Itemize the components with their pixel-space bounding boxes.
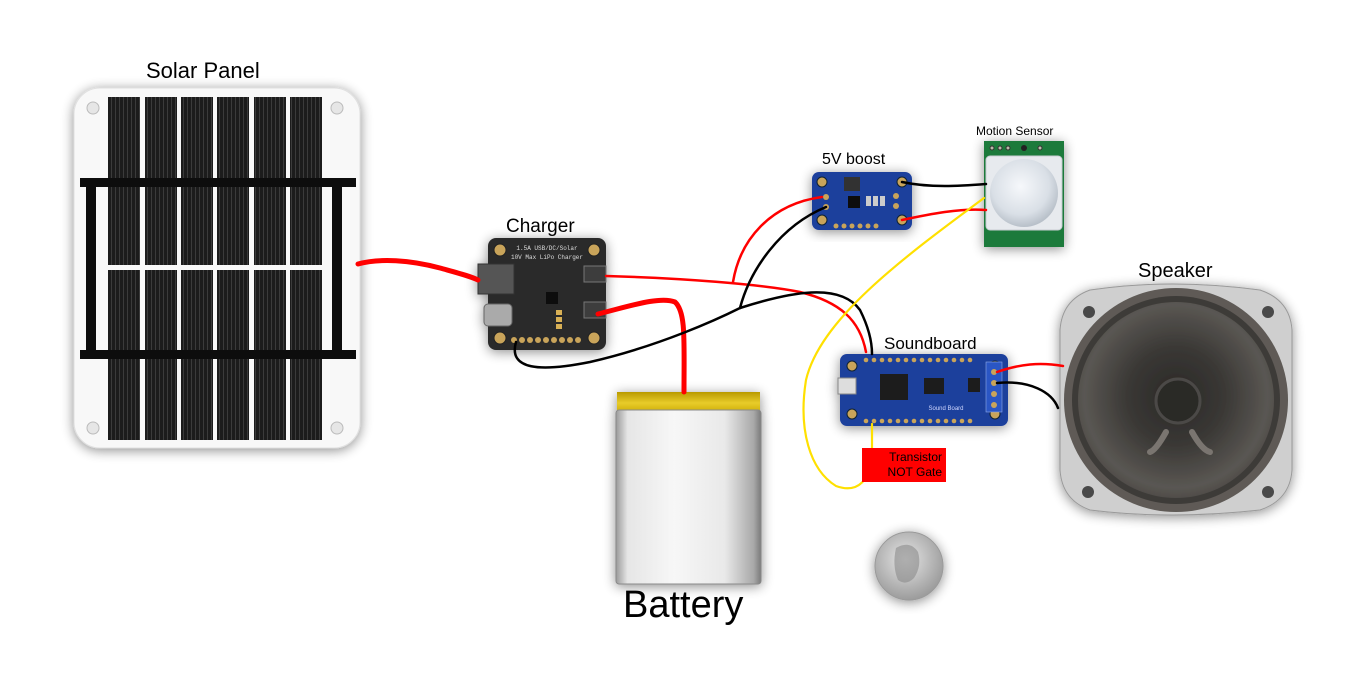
charger-board: 1.5A USB/DC/Solar 10V Max LiPo Charger <box>477 238 607 350</box>
wire-solar-to-charger <box>355 258 481 283</box>
wire-ground-to-boost <box>738 205 828 310</box>
label-soundboard: Soundboard <box>884 334 977 353</box>
mounting-holes <box>86 101 344 435</box>
motion-sensor <box>984 141 1064 247</box>
wire-boost-to-sensor-power <box>900 208 988 222</box>
boost-pcb <box>812 172 912 230</box>
solar-bus-bars <box>80 178 356 359</box>
micro-usb-port <box>837 377 857 395</box>
charger-silkscreen-2: 10V Max LiPo Charger <box>511 254 583 261</box>
wire-load-to-soundboard-power <box>604 274 868 354</box>
wire-speaker-positive <box>995 362 1065 374</box>
label-battery: Battery <box>623 584 744 626</box>
transistor-not-gate-box: Transistor NOT Gate <box>862 448 946 482</box>
label-speaker: Speaker <box>1138 260 1213 282</box>
solar-panel <box>73 87 361 449</box>
charger-silkscreen-1: 1.5A USB/DC/Solar <box>516 245 578 252</box>
label-charger: Charger <box>506 216 575 237</box>
wire-power-to-boost <box>731 195 824 284</box>
wire-boost-to-sensor-ground <box>900 180 988 188</box>
label-5v-boost: 5V boost <box>822 151 886 168</box>
battery-pouch <box>615 409 762 585</box>
soundboard-board: Sound Board <box>837 354 1008 426</box>
usb-c-port <box>483 303 513 327</box>
pir-dome <box>990 159 1058 227</box>
transistor-label-line2: NOT Gate <box>887 465 942 479</box>
soundboard-silkscreen: Sound Board <box>928 406 963 412</box>
speaker-dust-cap <box>1154 377 1202 425</box>
charger-header-pins <box>511 337 581 343</box>
battery <box>615 392 762 585</box>
transistor-label-line1: Transistor <box>889 450 942 464</box>
wire-charger-to-battery <box>595 297 687 395</box>
boost-board <box>812 172 912 230</box>
battery-tape <box>617 392 760 414</box>
load-out-connector <box>583 265 607 283</box>
coin-portrait <box>894 544 920 583</box>
label-motion-sensor: Motion Sensor <box>976 124 1054 138</box>
wire-ground-main <box>513 291 874 369</box>
speaker <box>1059 283 1293 516</box>
soundboard-chip <box>880 374 908 400</box>
quarter-coin <box>874 531 944 601</box>
soundboard-header-pins <box>863 357 973 424</box>
dc-jack <box>477 263 515 295</box>
wire-speaker-negative <box>995 381 1060 410</box>
label-solar-panel: Solar Panel <box>146 58 260 83</box>
lipo-connector <box>583 301 607 319</box>
